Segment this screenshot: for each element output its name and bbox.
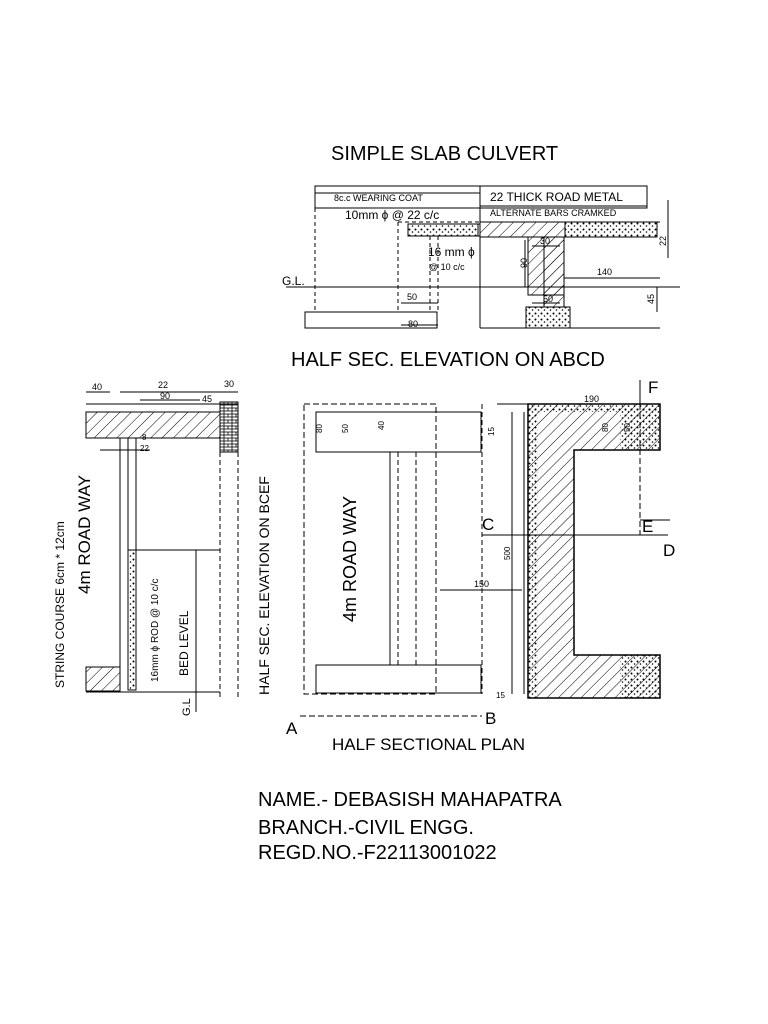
side-dim-40: 40 [92, 382, 102, 392]
dim-80: 80 [408, 319, 418, 329]
dim-50a: 50 [407, 292, 417, 302]
side-dim-8: 8 [142, 433, 147, 442]
plan-dim-40: 40 [377, 421, 386, 430]
plan-dim-190: 190 [584, 394, 599, 404]
plan-dim-50: 50 [341, 424, 350, 433]
side-dim-45: 45 [202, 394, 212, 404]
plan-view [300, 380, 670, 717]
side-ground-level-label: G.L [181, 698, 193, 716]
point-b: B [485, 709, 496, 728]
dim-50b: 50 [543, 294, 553, 304]
elevation-title: HALF SEC. ELEVATION ON ABCD [291, 349, 605, 371]
side-elevation-view [85, 391, 239, 712]
road-metal-label: 22 THICK ROAD METAL [490, 190, 623, 204]
dim-22: 22 [658, 236, 668, 246]
side-dim-22: 22 [158, 380, 168, 390]
ground-level-label: G.L. [282, 274, 305, 288]
point-f: F [648, 378, 658, 397]
side-dim-30: 30 [224, 379, 234, 389]
side-dim-22b: 22 [140, 444, 149, 453]
student-regd: REGD.NO.-F22113001022 [258, 842, 497, 864]
plan-dim-50b: 50 [623, 423, 632, 432]
point-a: A [286, 719, 298, 738]
dim-45: 45 [646, 294, 656, 304]
plan-road-way-label: 4m ROAD WAY [340, 496, 360, 622]
student-name: NAME.- DEBASISH MAHAPATRA [258, 789, 562, 811]
bed-level-label: BED LEVEL [177, 610, 191, 676]
student-branch: BRANCH.-CIVIL ENGG. [258, 817, 474, 839]
plan-dim-80: 80 [315, 424, 324, 433]
bars-note-label: ALTERNATE BARS CRAMKED [490, 208, 617, 218]
side-rod-label: 16mm ϕ ROD @ 10 c/c [150, 578, 161, 682]
rod-spacing-label: @ 10 c/c [429, 262, 465, 272]
dim-140: 140 [597, 267, 612, 277]
main-title: SIMPLE SLAB CULVERT [331, 143, 558, 165]
dim-90: 90 [519, 258, 529, 268]
plan-dim-15b: 15 [496, 691, 505, 700]
dim-30: 30 [540, 236, 550, 246]
plan-dim-500: 500 [503, 546, 512, 560]
plan-dim-15: 15 [487, 427, 496, 436]
elevation-view [286, 185, 680, 329]
point-c: C [482, 515, 494, 534]
side-road-way-label: 4m ROAD WAY [75, 475, 94, 594]
side-title: HALF SEC. ELEVATION ON BCEF [256, 476, 272, 695]
string-course-label: STRING COURSE 6cm * 12cm [53, 521, 67, 688]
point-e: E [642, 517, 653, 536]
point-d: D [663, 541, 675, 560]
wearing-coat-label: 8c.c WEARING COAT [334, 193, 423, 203]
plan-dim-80b: 80 [601, 423, 610, 432]
plan-title: HALF SECTIONAL PLAN [332, 735, 525, 754]
main-bar-label: 10mm ϕ @ 22 c/c [345, 208, 439, 222]
rod-size-label: 16 mm ϕ [428, 245, 475, 259]
plan-dim-150: 150 [474, 579, 489, 589]
side-dim-90: 90 [160, 391, 170, 401]
